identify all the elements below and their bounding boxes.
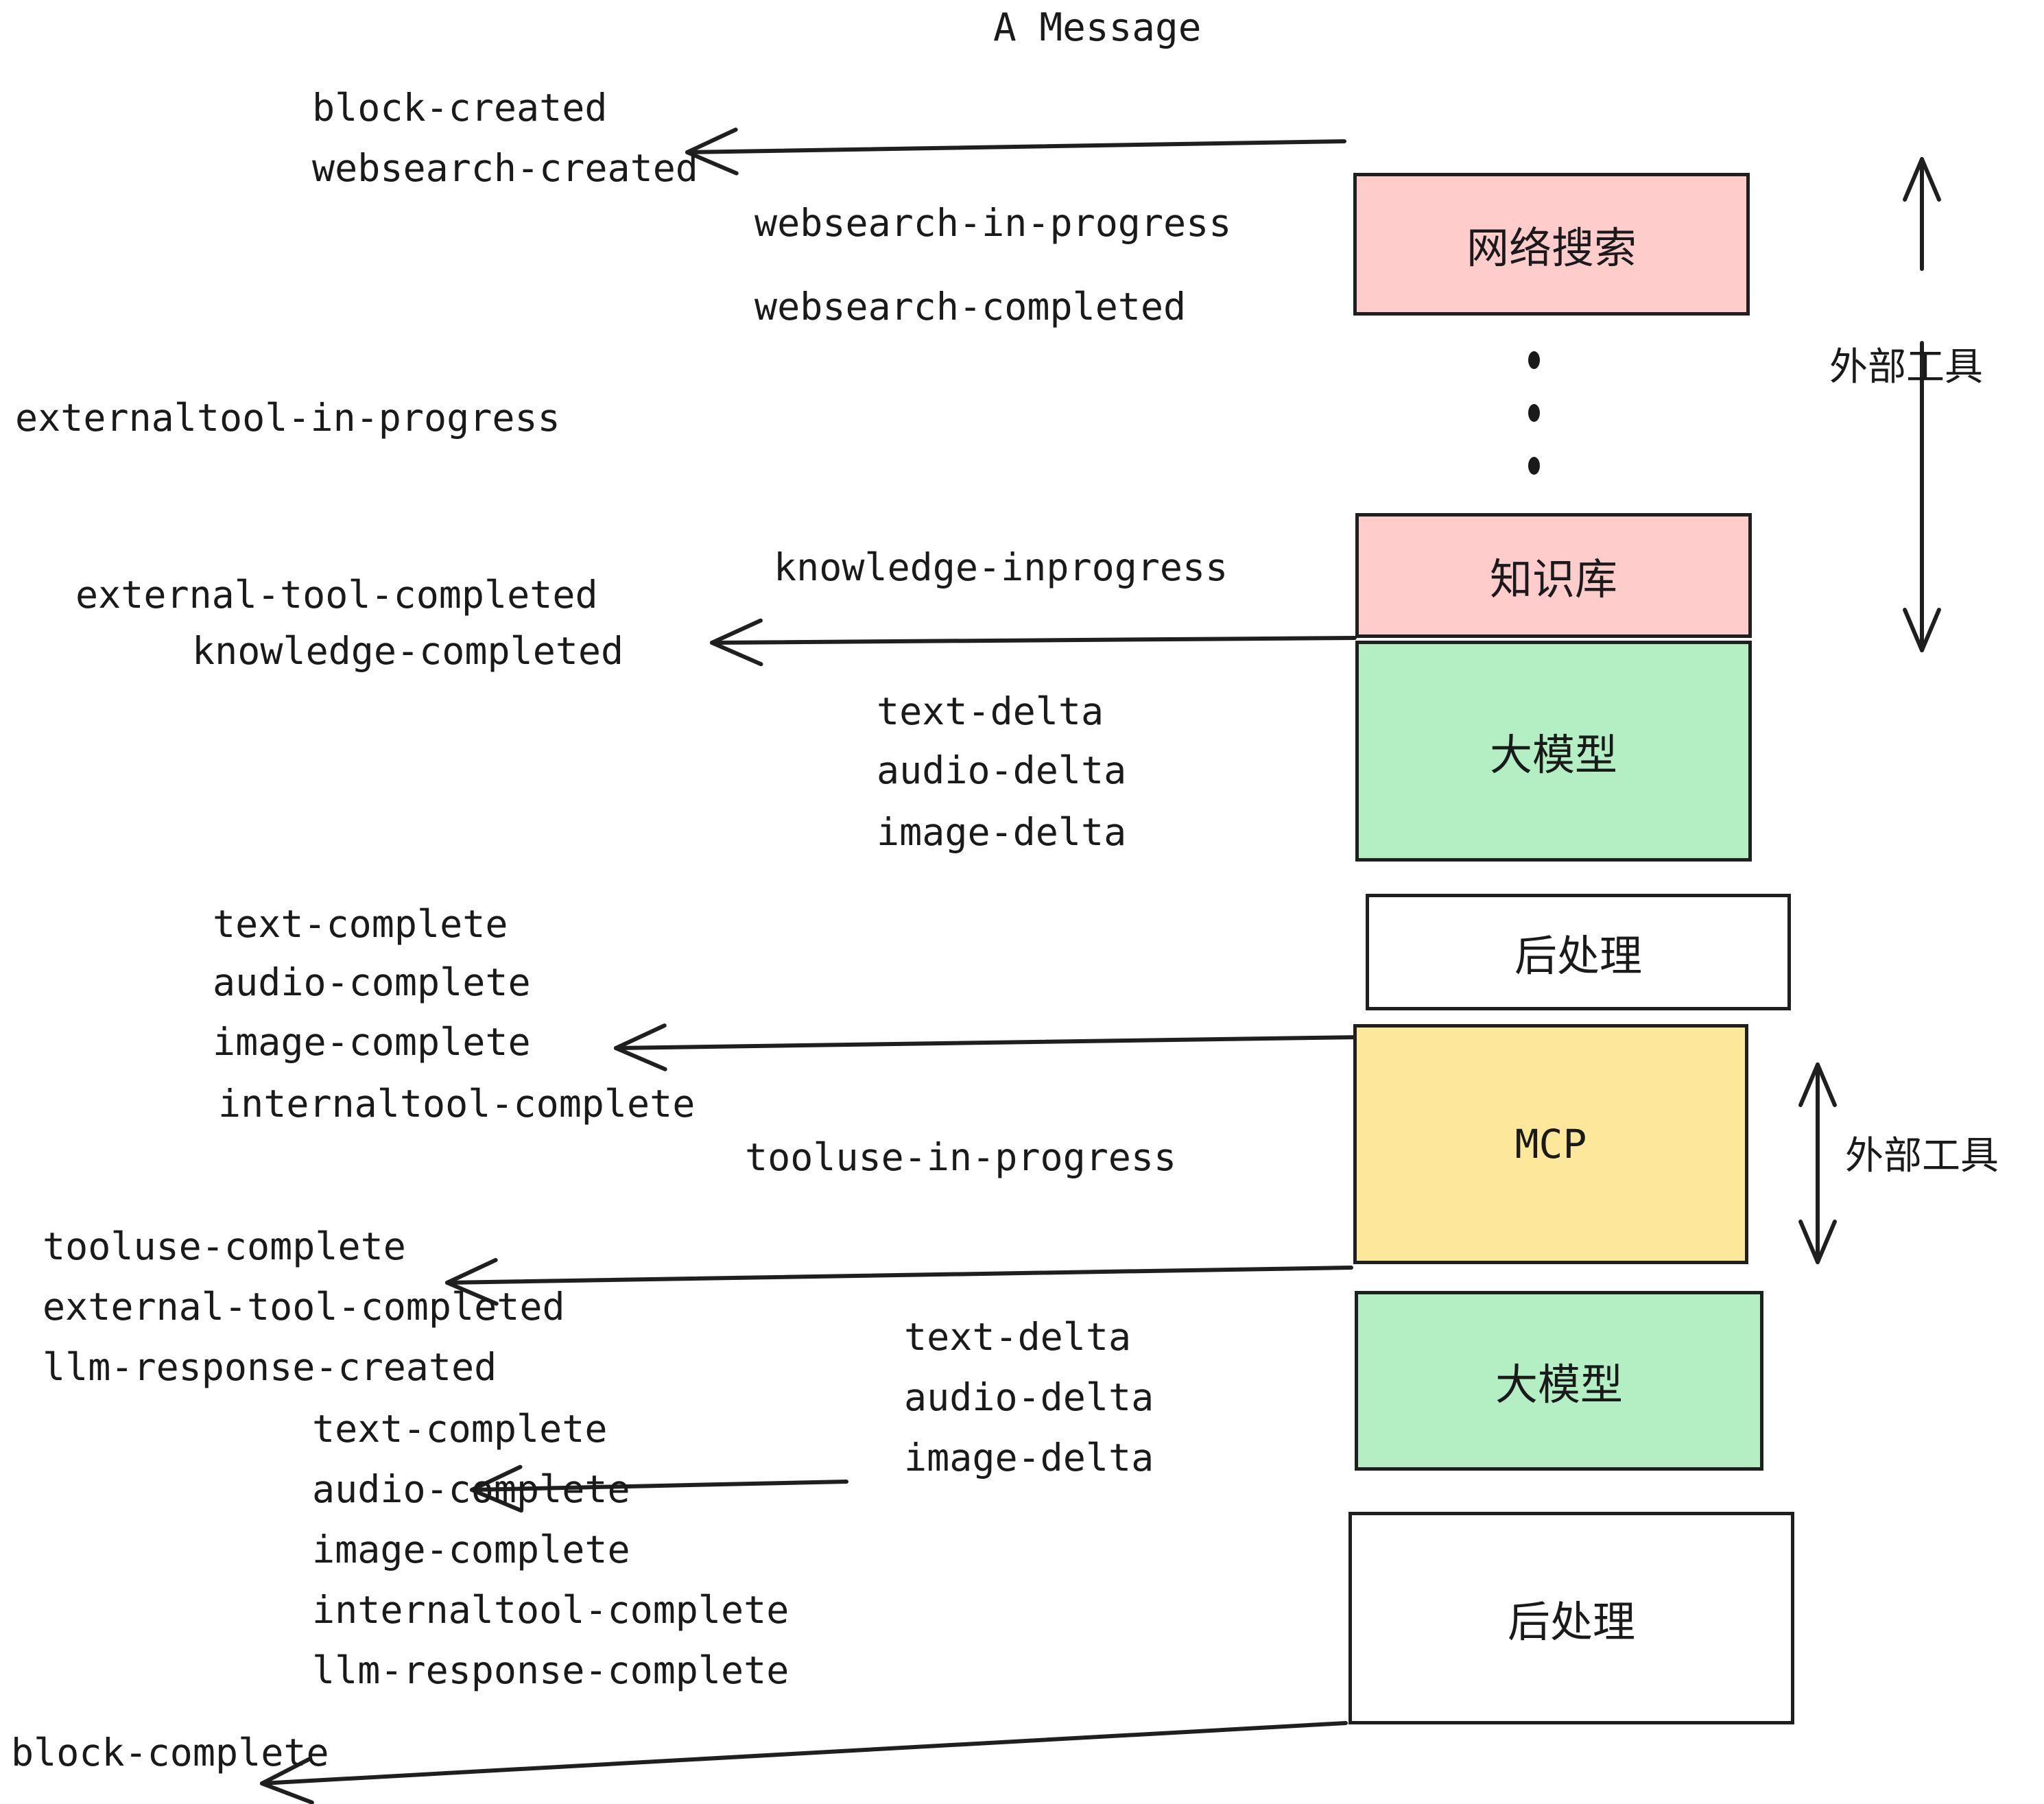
arrow-tooluse-complete <box>445 1258 1353 1306</box>
event-label-image-complete-1: image-complete <box>213 1020 531 1064</box>
event-label-text-delta-2: text-delta <box>904 1315 1132 1359</box>
event-label-audio-delta-1: audio-delta <box>877 748 1127 792</box>
event-label-audio-complete-1: audio-complete <box>213 960 531 1004</box>
event-label-tooluse-in-progress: tooluse-in-progress <box>745 1135 1177 1179</box>
node-websearch: 网络搜索 <box>1353 173 1750 316</box>
event-label-llm-response-created: llm-response-created <box>43 1345 497 1389</box>
node-label: 知识库 <box>1489 554 1617 604</box>
arrow-ext-top-up <box>1903 157 1941 271</box>
node-knowledgebase: 知识库 <box>1355 513 1752 638</box>
event-label-image-delta-1: image-delta <box>877 810 1127 854</box>
arrow-ext-bot-down <box>1798 1172 1837 1264</box>
event-label-internaltool-complete-1: internaltool-complete <box>218 1082 696 1126</box>
arrow-block-created <box>685 128 1346 176</box>
event-label-audio-complete-2: audio-complete <box>312 1467 630 1511</box>
node-label: MCP <box>1514 1121 1587 1167</box>
group-label-external-tools-top: 外部工具 <box>1829 345 1983 390</box>
diagram-title: A Message <box>993 5 1202 50</box>
event-label-websearch-created: websearch-created <box>312 146 698 190</box>
node-postprocess-1: 后处理 <box>1366 894 1791 1010</box>
node-label: 网络搜索 <box>1466 223 1637 273</box>
vertical-ellipsis-icon <box>1527 351 1541 475</box>
ellipsis-dot <box>1528 351 1540 369</box>
event-label-audio-delta-2: audio-delta <box>904 1375 1154 1419</box>
event-label-image-complete-2: image-complete <box>312 1528 630 1571</box>
event-label-knowledge-inprogress: knowledge-inprogress <box>774 545 1228 589</box>
arrow-image-complete <box>614 1023 1364 1071</box>
node-label: 后处理 <box>1514 931 1642 981</box>
event-label-websearch-completed: websearch-completed <box>754 285 1187 329</box>
node-mcp: MCP <box>1353 1024 1748 1264</box>
event-label-internaltool-complete-2: internaltool-complete <box>312 1588 789 1632</box>
event-label-tooluse-complete: tooluse-complete <box>43 1224 406 1268</box>
event-label-block-created: block-created <box>312 86 608 130</box>
event-label-image-delta-2: image-delta <box>904 1436 1154 1480</box>
node-llm-1: 大模型 <box>1355 641 1752 862</box>
node-postprocess-2: 后处理 <box>1348 1512 1794 1724</box>
event-label-block-complete: block-complete <box>11 1731 329 1775</box>
node-label: 大模型 <box>1489 730 1617 780</box>
event-label-external-tool-completed-1: external-tool-completed <box>75 573 598 617</box>
node-label: 大模型 <box>1495 1360 1623 1410</box>
event-label-externaltool-in-progress: externaltool-in-progress <box>15 396 560 440</box>
event-label-external-tool-completed-2: external-tool-completed <box>43 1285 565 1329</box>
event-label-websearch-in-progress: websearch-in-progress <box>754 201 1232 245</box>
ellipsis-dot <box>1528 457 1540 475</box>
arrow-block-complete <box>260 1721 1348 1804</box>
event-label-llm-response-complete: llm-response-complete <box>312 1648 789 1692</box>
event-label-text-complete-1: text-complete <box>213 902 508 946</box>
event-label-knowledge-completed: knowledge-completed <box>192 629 624 673</box>
group-label-external-tools-bottom: 外部工具 <box>1845 1134 1999 1178</box>
arrow-ext-bot-up <box>1798 1063 1837 1182</box>
node-label: 后处理 <box>1507 1597 1635 1647</box>
event-label-text-delta-1: text-delta <box>877 689 1104 733</box>
node-llm-2: 大模型 <box>1355 1291 1763 1471</box>
event-label-text-complete-2: text-complete <box>312 1407 608 1451</box>
arrow-knowledge-done <box>710 618 1357 667</box>
ellipsis-dot <box>1528 404 1540 422</box>
